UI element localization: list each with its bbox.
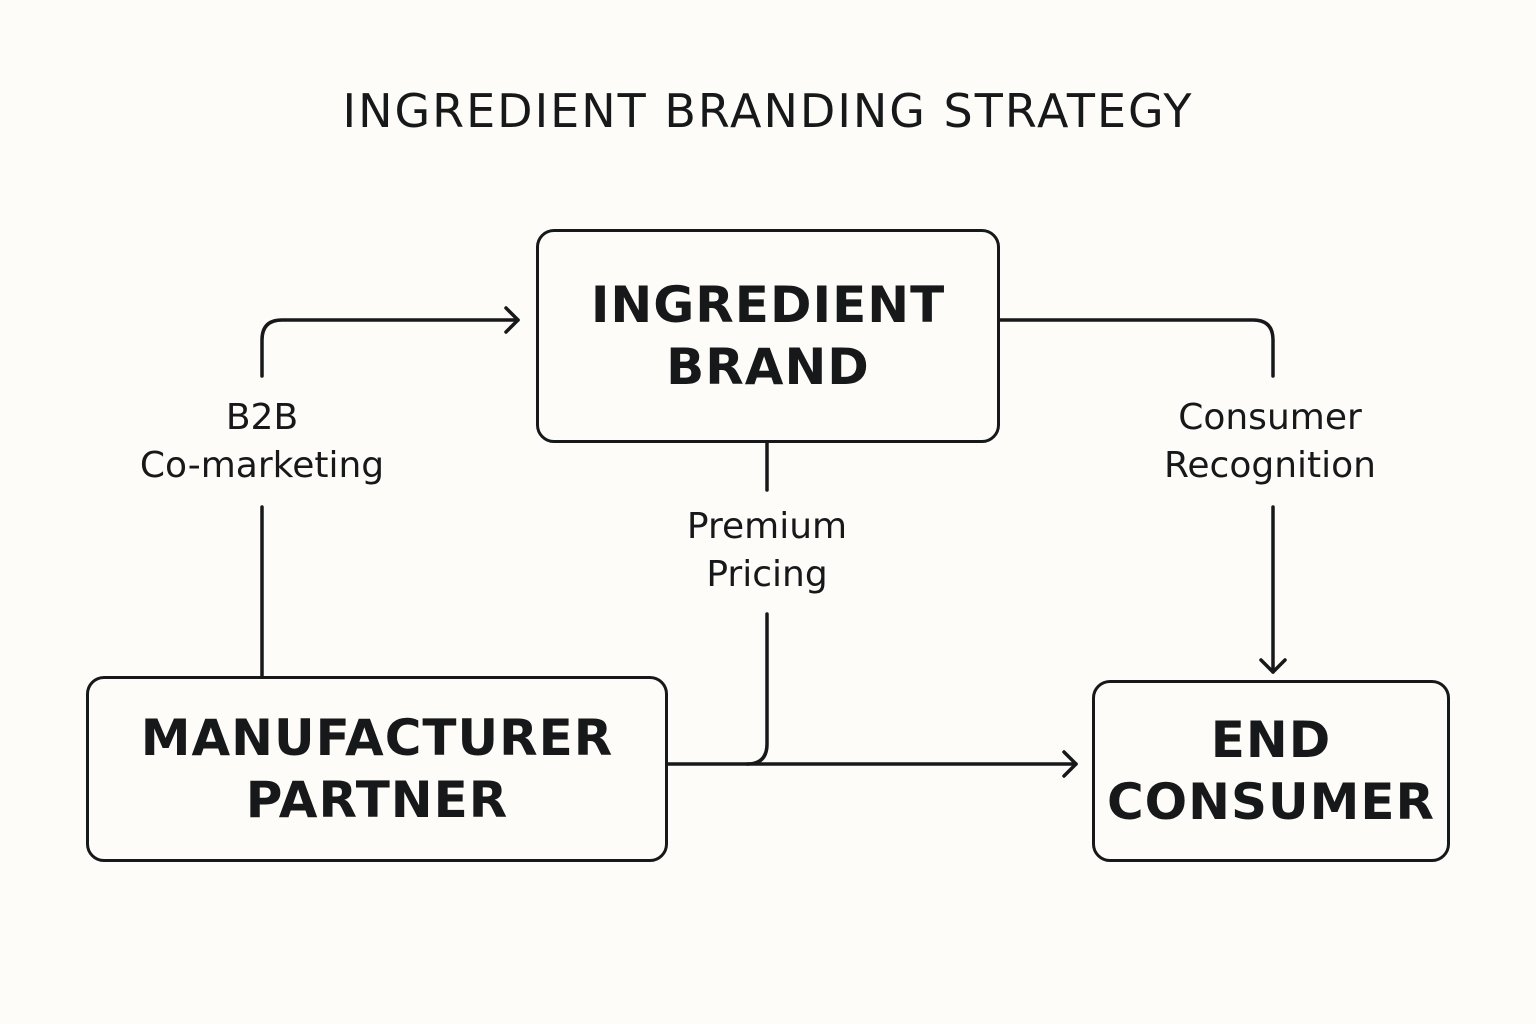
connector-consumer-upper xyxy=(998,318,1275,378)
arrowhead-b2b xyxy=(504,306,520,334)
edge-label-premium-line2: Pricing xyxy=(706,554,828,595)
node-end-consumer: END CONSUMER xyxy=(1092,680,1450,862)
edge-label-premium-line1: Premium xyxy=(686,506,848,547)
connector-b2b-upper xyxy=(260,318,520,378)
arrowhead-consumer xyxy=(1062,750,1078,778)
node-ingredient-brand: INGREDIENT BRAND xyxy=(536,229,1000,443)
node-end-consumer-line2: CONSUMER xyxy=(1106,773,1436,831)
edge-label-b2b: B2B Co-marketing xyxy=(102,394,422,490)
node-manufacturer-partner-line1: MANUFACTURER xyxy=(140,709,614,767)
edge-label-b2b-line1: B2B xyxy=(225,397,299,438)
edge-label-b2b-line2: Co-marketing xyxy=(139,445,385,486)
node-ingredient-brand-line2: BRAND xyxy=(666,338,870,396)
edge-label-consumer-line2: Recognition xyxy=(1164,445,1376,486)
node-end-consumer-line1: END xyxy=(1210,711,1332,769)
edge-label-consumer: Consumer Recognition xyxy=(1100,394,1440,490)
node-manufacturer-partner-line2: PARTNER xyxy=(245,771,509,829)
node-ingredient-brand-line1: INGREDIENT xyxy=(590,276,946,334)
node-manufacturer-partner: MANUFACTURER PARTNER xyxy=(86,676,668,862)
diagram-title: INGREDIENT BRANDING STRATEGY xyxy=(342,84,1194,138)
connector-premium-lower xyxy=(745,612,769,766)
arrowhead-end-consumer xyxy=(1259,658,1287,674)
edge-label-premium: Premium Pricing xyxy=(607,503,927,599)
edge-label-consumer-line1: Consumer xyxy=(1178,397,1362,438)
